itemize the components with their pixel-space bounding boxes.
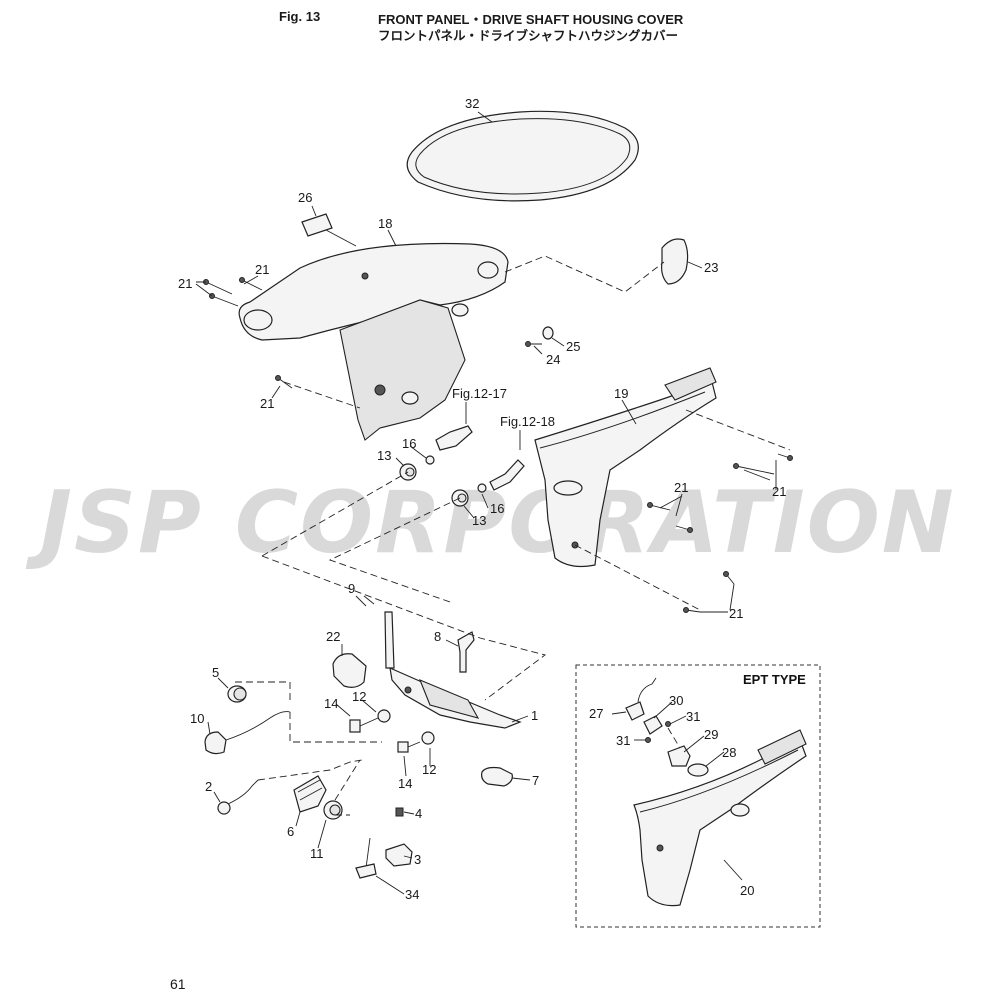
page-number: 61: [170, 976, 186, 992]
callout-21-a: 21: [178, 276, 192, 291]
callout-27: 27: [589, 706, 603, 721]
callout-14-a: 14: [324, 696, 338, 711]
bracket-clip-23: [661, 238, 689, 285]
watermark-text: JSP CORPORATION: [25, 473, 956, 573]
callout-21-e: 21: [674, 480, 688, 495]
callout-21-f: 21: [729, 606, 743, 621]
cable-grommet-10: [204, 711, 291, 755]
assembly-dashed-lines: [235, 255, 791, 816]
callout-2: 2: [205, 779, 212, 794]
ept-type-label: EPT TYPE: [743, 672, 806, 687]
boot-6: [293, 775, 327, 813]
callout-12-a: 12: [352, 689, 366, 704]
callout-34: 34: [405, 887, 419, 902]
callout-9: 9: [348, 581, 355, 596]
label-plate-26: [301, 213, 333, 237]
screw-31-lower: [645, 737, 651, 743]
connector-27: [625, 677, 657, 721]
callout-7: 7: [532, 773, 539, 788]
callout-3: 3: [414, 852, 421, 867]
washer-16-lower: [477, 483, 487, 493]
callout-13-a: 13: [377, 448, 391, 463]
screws-21-24: [203, 277, 793, 613]
callout-5: 5: [212, 665, 219, 680]
callout-10: 10: [190, 711, 204, 726]
lever-34: [355, 837, 377, 879]
bolt-14-left: [349, 717, 379, 733]
bushing-12-left: [377, 709, 391, 723]
callout-23: 23: [704, 260, 718, 275]
bracket-30: [643, 715, 663, 735]
badge-22: [332, 653, 367, 688]
cap-5: [227, 685, 247, 703]
callout-6: 6: [287, 824, 294, 839]
callout-26: 26: [298, 190, 312, 205]
sensor-2: [217, 779, 259, 815]
callout-29: 29: [704, 727, 718, 742]
ref-fig-12-18: Fig.12-18: [500, 414, 555, 429]
lower-panel-1: [384, 611, 522, 729]
ept-type-inset: EPT TYPE: [575, 664, 821, 928]
housing-cover-19: [534, 367, 717, 568]
grommet-11: [323, 800, 343, 820]
callout-25: 25: [566, 339, 580, 354]
bushing-12-right: [421, 731, 435, 745]
switch-3: [385, 843, 413, 867]
callout-11: 11: [310, 846, 324, 861]
callout-21-b: 21: [255, 262, 269, 277]
switch-29: [667, 745, 691, 767]
washer-25: [542, 326, 554, 340]
ref-fig-12-17: Fig.12-17: [452, 386, 507, 401]
screw-4: [395, 807, 404, 817]
callout-13-b: 13: [472, 513, 486, 528]
callout-14-b: 14: [398, 776, 412, 791]
seal-ring-32: [406, 110, 639, 202]
clip-plate-8: [457, 631, 475, 673]
callout-20: 20: [740, 883, 754, 898]
linkage-fig-12-17: [435, 425, 473, 451]
callout-21-d: 21: [772, 484, 786, 499]
callout-8: 8: [434, 629, 441, 644]
ept-inset-frame: [575, 664, 821, 928]
callout-31-b: 31: [616, 733, 630, 748]
screw-31-upper: [665, 721, 671, 727]
grommet-28: [687, 763, 709, 777]
linkage-fig-12-18: [489, 459, 525, 491]
bolt-14-right: [397, 741, 421, 753]
callout-30: 30: [669, 693, 683, 708]
callout-18: 18: [378, 216, 392, 231]
callout-32: 32: [465, 96, 479, 111]
callout-4: 4: [415, 806, 422, 821]
callout-24: 24: [546, 352, 560, 367]
callout-19: 19: [614, 386, 628, 401]
callout-21-c: 21: [260, 396, 274, 411]
callout-16-b: 16: [490, 501, 504, 516]
washer-16-upper: [425, 455, 435, 465]
callout-16-a: 16: [402, 436, 416, 451]
callout-31-a: 31: [686, 709, 700, 724]
callout-22: 22: [326, 629, 340, 644]
callout-1: 1: [531, 708, 538, 723]
callout-leader-lines: [195, 111, 777, 895]
callout-28: 28: [722, 745, 736, 760]
figure-title-english: FRONT PANEL・DRIVE SHAFT HOUSING COVER: [378, 12, 684, 27]
figure-number: Fig. 13: [279, 9, 321, 24]
grommet-7: [481, 766, 513, 787]
housing-cover-20: [633, 729, 807, 907]
front-panel-18: [238, 242, 509, 441]
figure-title-japanese: フロントパネル・ドライブシャフトハウジングカバー: [378, 28, 679, 43]
callout-12-b: 12: [422, 762, 436, 777]
